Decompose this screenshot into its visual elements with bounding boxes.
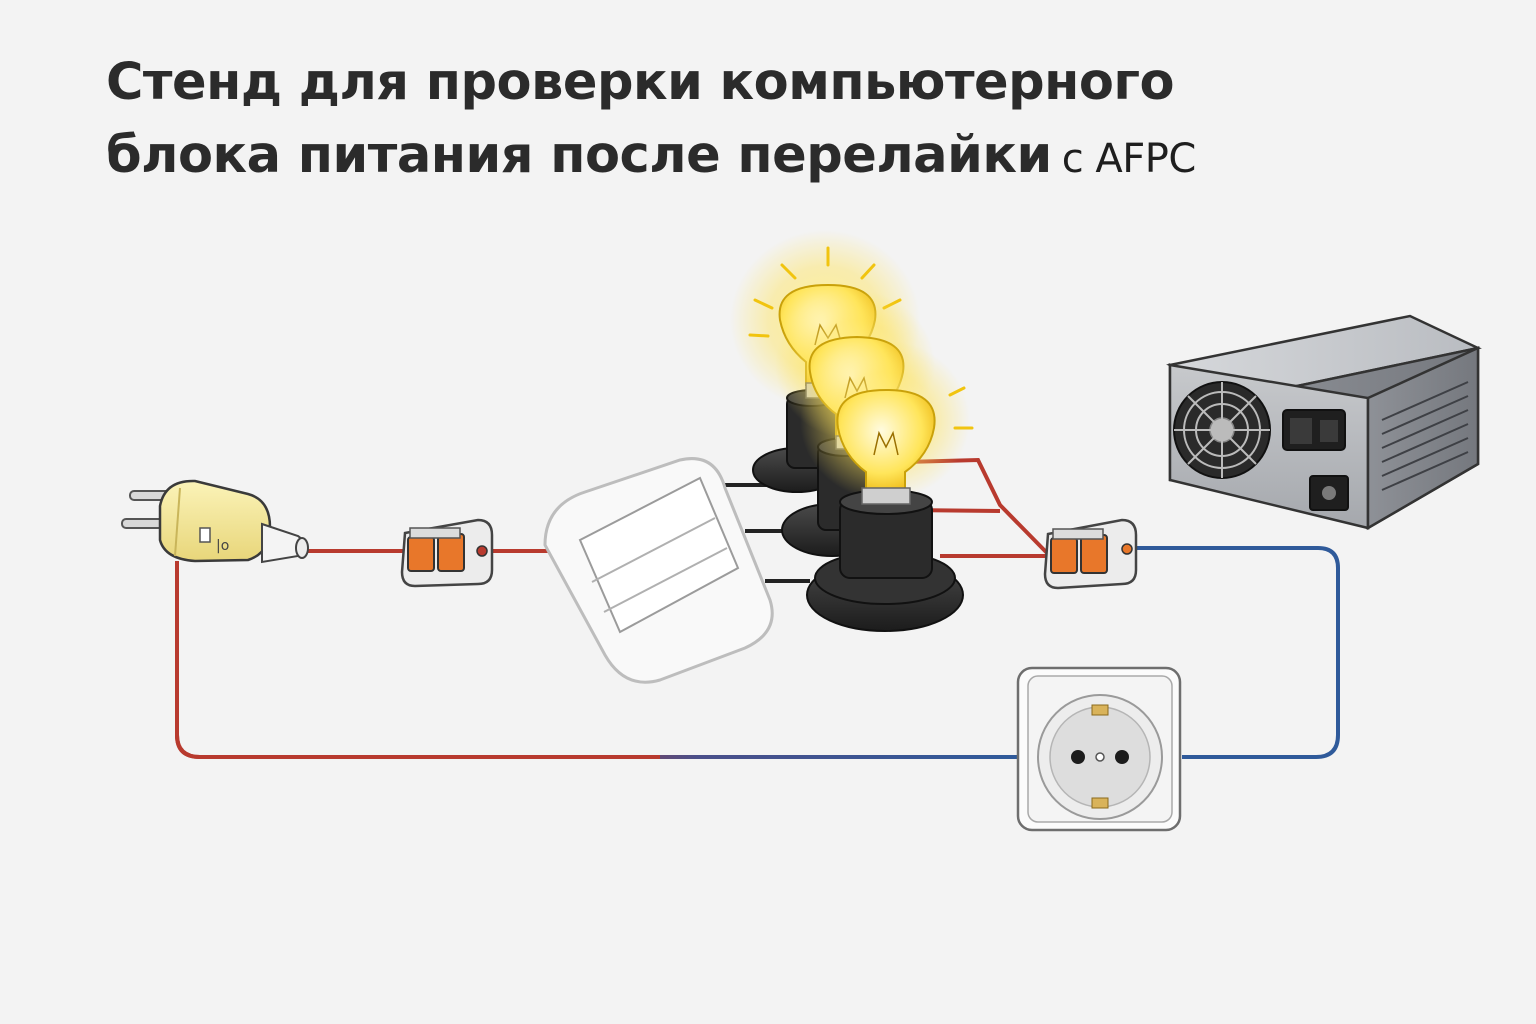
psu-vents — [1381, 381, 1469, 491]
light-rays-icon — [948, 386, 974, 430]
lamp-assembly-3 — [800, 340, 974, 632]
wire-return-left — [175, 561, 660, 759]
iec-inlet-icon — [1282, 409, 1346, 451]
wago-connector-right-icon — [1043, 518, 1138, 590]
wire-connector-to-psu-loop — [1128, 546, 1340, 759]
power-supply-icon — [1166, 314, 1482, 531]
title-line-2-text: блока питания после перелайки — [106, 126, 1052, 185]
page-title: Стенд для проверки компьютерного блока п… — [106, 46, 1406, 196]
lamp-socket-3-icon — [806, 489, 964, 632]
wall-socket-icon — [1016, 666, 1182, 832]
plug-label: |o — [216, 538, 229, 554]
psu-fan-icon — [1173, 381, 1271, 479]
title-line-1: Стенд для проверки компьютерного — [106, 53, 1175, 112]
mains-plug-icon: |o — [121, 479, 309, 564]
triple-switch-icon — [543, 457, 774, 684]
psu-power-switch-icon — [1309, 475, 1349, 511]
light-bulb-3-icon — [836, 388, 936, 505]
title-suffix: с AFPC — [1061, 136, 1197, 182]
wago-connector-left-icon — [400, 518, 494, 588]
